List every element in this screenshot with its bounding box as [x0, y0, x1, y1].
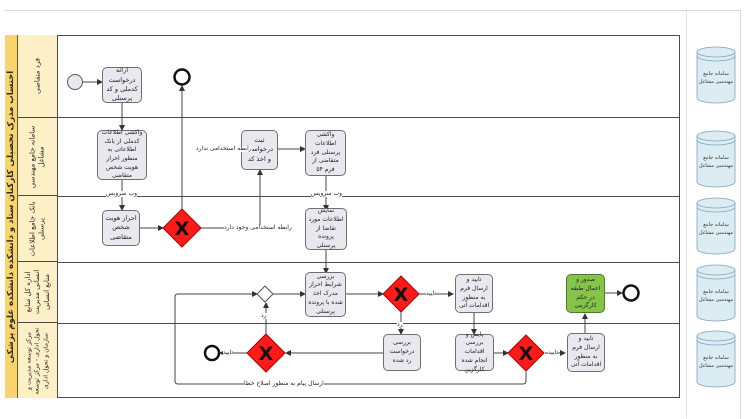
data-store-job-system: سامانه جامع مهندسی مشاغل	[696, 136, 736, 186]
task-register-request[interactable]: ثبت درخواست و اخذ کد	[241, 130, 278, 170]
end-event-rejected	[203, 344, 221, 362]
data-store-icon	[696, 197, 736, 255]
data-store-icon	[696, 330, 736, 388]
data-store-icon	[696, 46, 736, 104]
task-issue-ruling[interactable]: صدور و اعمال طبقه در حکم کارگزینی	[566, 274, 605, 313]
side-panel-divider	[686, 10, 687, 418]
edge-label-web-service: وب سرویس	[106, 190, 138, 197]
task-approve-send-hr[interactable]: تایید و ارسال فرم به منظور اقدامات آتی	[455, 274, 493, 313]
task-check-conditions[interactable]: بررسی شرایط احراز مدرک اخذ شده با پرونده…	[305, 272, 346, 317]
edge-label-reject: رد	[397, 321, 403, 328]
svg-text:X: X	[175, 218, 190, 240]
task-submit-request[interactable]: ارائه درخواست کدملی و کد پرسنلی	[102, 66, 142, 103]
data-store-label: سامانه جامع مهندسی مشاغل	[698, 71, 734, 85]
task-fetch-personnel-info[interactable]: واکشی اطلاعات پرسنلی فرد متقاضی از فرم ۵…	[305, 130, 346, 176]
exclusive-gateway-monitor: X	[507, 334, 545, 372]
data-store-label: سامانه جامع مهندسی مشاغل	[698, 289, 734, 303]
data-store-icons	[696, 46, 736, 388]
svg-text:X: X	[259, 343, 274, 365]
svg-text:X: X	[519, 343, 534, 365]
data-store-icon	[696, 130, 736, 188]
start-event	[67, 74, 83, 90]
task-fetch-national-info[interactable]: واکشی اطلاعات کدملی از بانک اطلاعاتی به …	[97, 129, 147, 180]
merge-gateway	[256, 285, 274, 303]
data-store-job-system: سامانه جامع مهندسی مشاغل	[696, 270, 736, 320]
pool-header: احتساب مدرک تحصیلی کارکنان ستاد و دانشکد…	[5, 35, 18, 398]
data-store-icon	[696, 264, 736, 322]
data-store-job-system: سامانه جامع مهندسی مشاغل	[696, 203, 736, 253]
edge-label-has-employment: رابطه استخدامی وجود دارد	[224, 224, 292, 231]
edge-label-no-employment: رابطه استخدامی ندارد	[196, 145, 252, 152]
lane-header-hr: اداره کل منابع انسانی مدیریت منابع انسان…	[18, 262, 58, 323]
end-event-no-employment	[173, 68, 191, 86]
lane-divider	[58, 323, 680, 324]
task-monitor-actions[interactable]: پایش و بررسی اقدامات انجام شده کارگزین	[455, 331, 494, 373]
task-show-info[interactable]: نمایش اطلاعات مورد تقاضا از پرونده پرسنل…	[305, 207, 347, 250]
task-approve-send-center[interactable]: تایید و ارسال فرم به منظور اقدامات آتی	[567, 333, 605, 372]
task-verify-identity[interactable]: احراز هویت شخص متقاضی	[102, 210, 140, 246]
data-store-label: سامانه جامع مهندسی مشاغل	[698, 155, 734, 169]
edge-label-error-fix: ارسال پیام به منظور اصلاح خطا	[244, 380, 324, 387]
data-store-job-system: سامانه جامع مهندسی مشاغل	[696, 52, 736, 102]
edge-label-approve: تایید	[426, 290, 437, 297]
end-event-complete	[622, 284, 640, 302]
lane-divider	[58, 262, 680, 263]
exclusive-gateway-review: X	[246, 333, 286, 373]
lane-header-dev-center: مرکز توسعه مدیریت و تحول اداری - مرکز تو…	[18, 323, 58, 398]
lane-divider	[58, 117, 680, 118]
lane-header-personnel-db: بانک جامع اطلاعات پرسنلی	[18, 196, 58, 262]
exclusive-gateway-conditions: X	[382, 275, 420, 313]
edge-label-approve: تایید	[548, 349, 559, 356]
task-review-rejected[interactable]: بررسی درخواست رد شده	[383, 334, 421, 371]
data-store-label: سامانه جامع مهندسی مشاغل	[698, 355, 734, 369]
exclusive-gateway-employment: X	[162, 208, 202, 248]
edge-label-reject: رد	[261, 312, 267, 319]
lane-header-job-system: سامانه جامع مهندسی مشاغل	[18, 118, 58, 196]
data-store-label: سامانه جامع مهندسی مشاغل	[698, 222, 734, 236]
lane-header-applicant: فرد متقاضی	[18, 35, 58, 118]
lane-divider	[58, 196, 680, 197]
edge-label-web-service: وب سرویس	[311, 190, 343, 197]
flow-error-loop	[174, 291, 527, 385]
flow-gateway-to-register	[201, 169, 263, 229]
page-frame	[5, 10, 741, 419]
data-store-job-system: سامانه جامع مهندسی مشاغل	[696, 336, 736, 386]
edge-label-approve: تایید	[223, 349, 234, 356]
svg-text:X: X	[394, 284, 409, 306]
